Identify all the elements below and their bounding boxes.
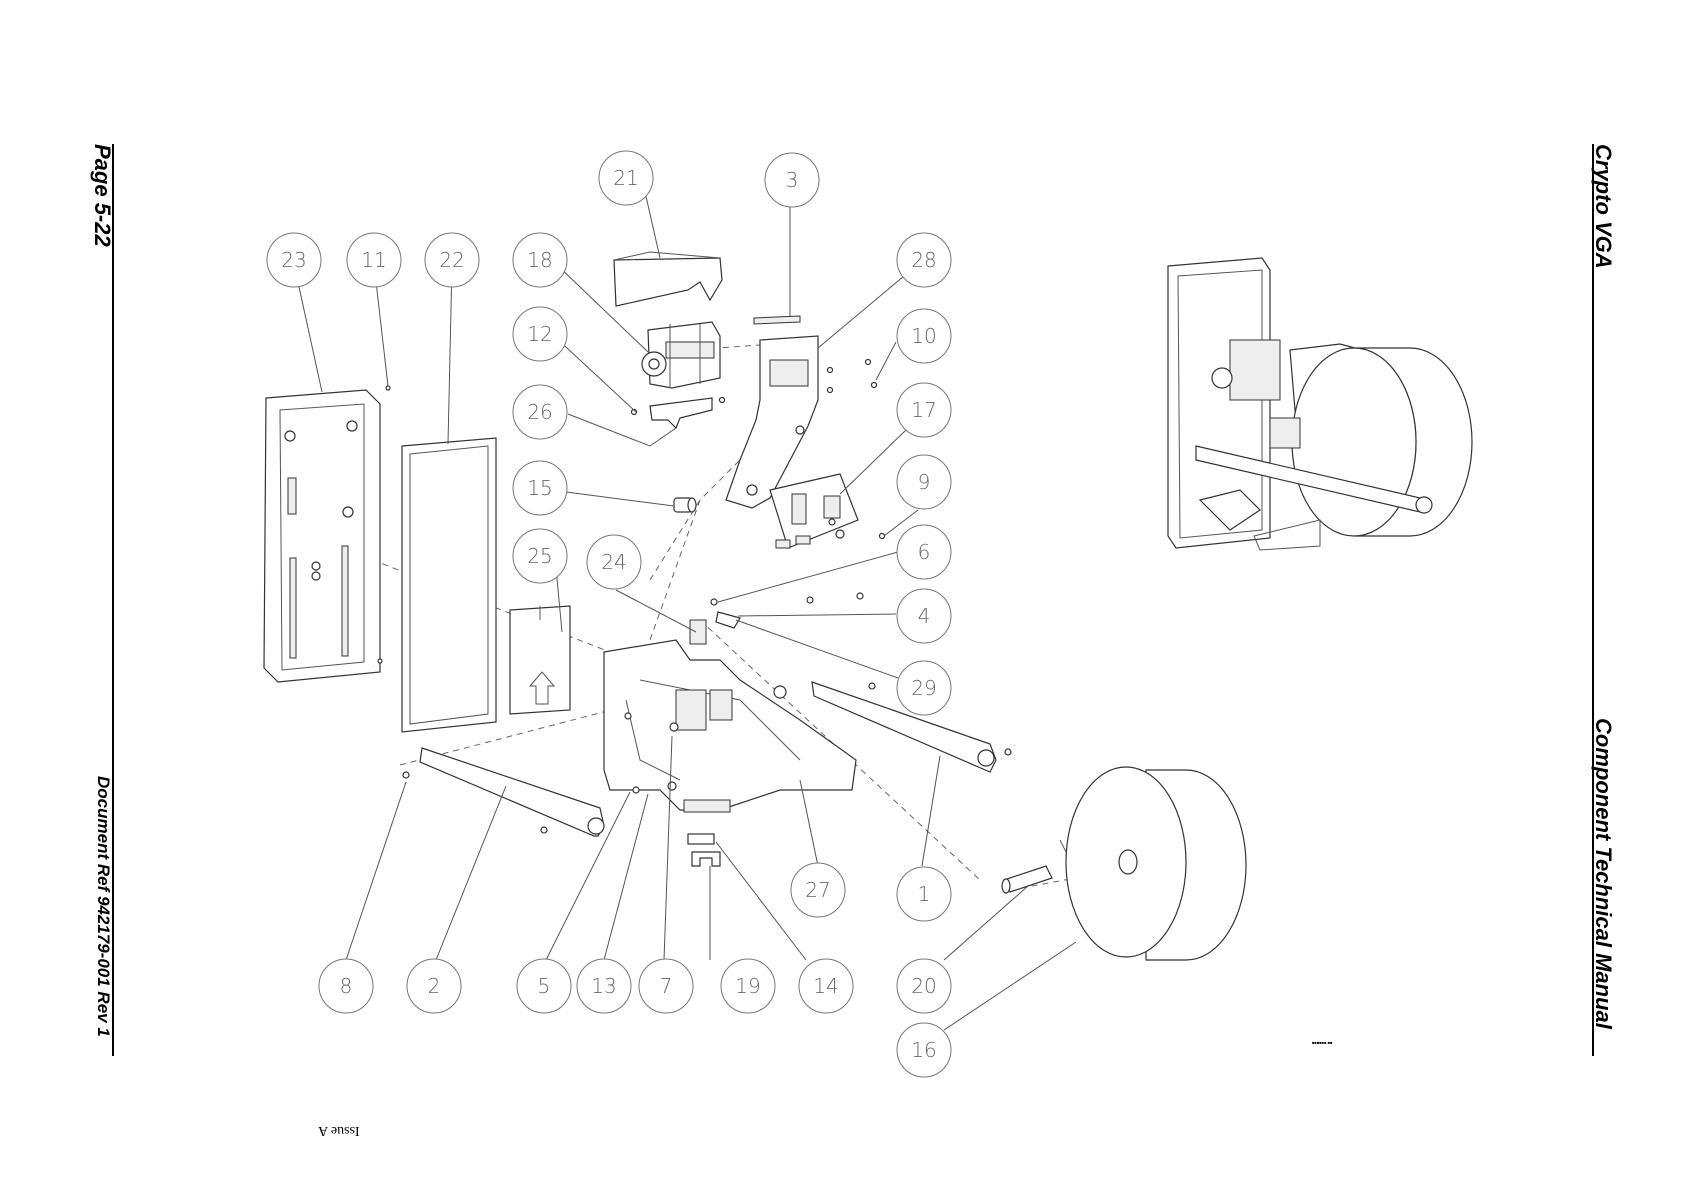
part-small-blocks	[688, 834, 720, 866]
part-printer-cover	[614, 252, 722, 306]
part-paper-roll	[1060, 767, 1246, 960]
part-printer-bracket	[632, 398, 725, 429]
balloon-5: 5	[517, 959, 571, 1013]
part-main-chassis	[604, 640, 856, 812]
part-spindle	[1002, 866, 1052, 893]
part-window-frame	[402, 438, 496, 732]
balloon-16: 16	[897, 1023, 951, 1077]
balloon-8: 8	[319, 959, 373, 1013]
balloon-label: 9	[918, 470, 931, 494]
part-tear-strip	[754, 316, 800, 324]
balloon-13: 13	[577, 959, 631, 1013]
balloon-12: 12	[513, 307, 567, 361]
part-pcb	[770, 474, 885, 548]
part-printer-mechanism	[642, 322, 720, 388]
balloon-7: 7	[639, 959, 693, 1013]
balloon-label: 18	[527, 248, 552, 272]
balloon-label: 20	[911, 974, 936, 998]
balloon-label: 28	[911, 248, 936, 272]
balloon-label: 2	[428, 974, 441, 998]
balloon-label: 21	[613, 166, 638, 190]
balloon-4: 4	[897, 589, 951, 643]
balloon-label: 23	[281, 248, 306, 272]
balloon-label: 25	[527, 544, 552, 568]
balloon-2: 2	[407, 959, 461, 1013]
balloon-17: 17	[897, 383, 951, 437]
balloon-label: 13	[591, 974, 616, 998]
balloon-10: 10	[897, 309, 951, 363]
part-side-bracket	[726, 336, 877, 508]
part-front-bezel	[264, 386, 390, 682]
balloon-label: 26	[527, 400, 552, 424]
balloon-18: 18	[513, 233, 567, 287]
balloon-label: 22	[439, 248, 464, 272]
balloon-label: 29	[911, 676, 936, 700]
balloon-label: 19	[735, 974, 760, 998]
balloon-1: 1	[897, 867, 951, 921]
balloon-label: 16	[911, 1038, 936, 1062]
balloon-25: 25	[513, 529, 567, 583]
balloon-label: 15	[527, 476, 552, 500]
balloon-29: 29	[897, 661, 951, 715]
balloon-label: 7	[660, 974, 673, 998]
balloon-23: 23	[267, 233, 321, 287]
balloon-6: 6	[897, 525, 951, 579]
part-sensor-cluster	[690, 593, 863, 644]
balloon-26: 26	[513, 385, 567, 439]
balloon-14: 14	[799, 959, 853, 1013]
balloon-label: 5	[538, 974, 551, 998]
balloon-24: 24	[587, 535, 641, 589]
balloon-3: 3	[765, 153, 819, 207]
balloon-label: 17	[911, 398, 936, 422]
balloon-label: 11	[361, 248, 386, 272]
balloon-label: 4	[918, 604, 931, 628]
balloon-label: 3	[786, 168, 799, 192]
balloon-20: 20	[897, 959, 951, 1013]
balloon-22: 22	[425, 233, 479, 287]
balloon-28: 28	[897, 233, 951, 287]
balloon-label: 10	[911, 324, 936, 348]
balloon-15: 15	[513, 461, 567, 515]
balloon-label: 24	[601, 550, 626, 574]
balloon-label: 12	[527, 322, 552, 346]
balloon-label: 27	[805, 878, 830, 902]
balloon-11: 11	[347, 233, 401, 287]
part-knob	[674, 498, 696, 512]
balloon-label: 14	[813, 974, 838, 998]
balloon-19: 19	[721, 959, 775, 1013]
balloon-label: 6	[918, 540, 931, 564]
assembled-view	[1168, 258, 1472, 550]
balloon-9: 9	[897, 455, 951, 509]
balloon-label: 1	[918, 882, 931, 906]
balloon-21: 21	[599, 151, 653, 205]
balloon-label: 8	[340, 974, 353, 998]
balloon-27: 27	[791, 863, 845, 917]
